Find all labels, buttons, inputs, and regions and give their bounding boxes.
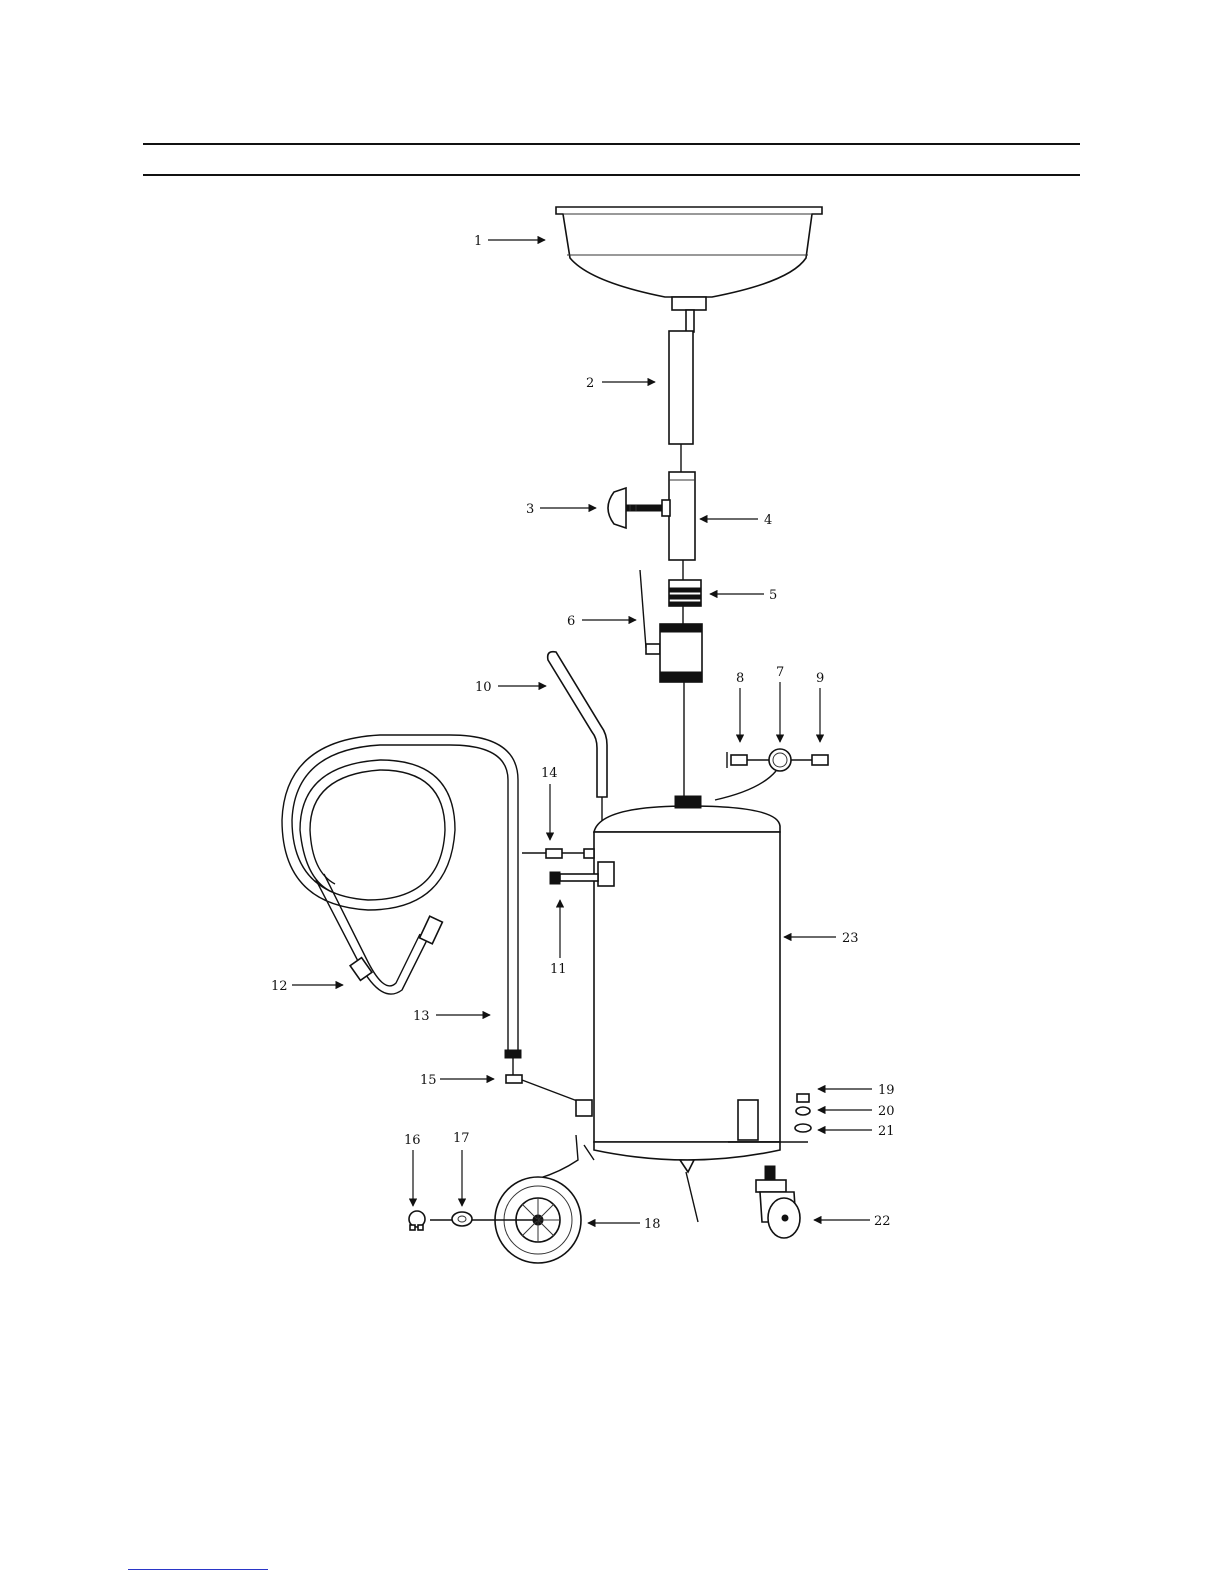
callout-leaders (292, 240, 872, 1223)
callout-22: 22 (874, 1214, 891, 1229)
callout-4: 4 (764, 513, 772, 528)
callout-16: 16 (404, 1133, 421, 1148)
part-flat-washer (795, 1124, 811, 1132)
part-hose-fitting (522, 849, 594, 858)
callout-14: 14 (541, 766, 558, 781)
footer-rule (128, 1569, 268, 1570)
part-threaded-nipple (669, 580, 701, 606)
callout-8: 8 (736, 671, 744, 686)
callout-19: 19 (878, 1083, 895, 1098)
callout-5: 5 (769, 588, 777, 603)
part-outlet-fitting (506, 1058, 592, 1116)
callout-11: 11 (550, 962, 567, 977)
callout-13: 13 (413, 1009, 430, 1024)
callout-6: 6 (567, 614, 575, 629)
part-tank (594, 796, 808, 1222)
callout-23: 23 (842, 931, 859, 946)
part-funnel-bowl (556, 207, 822, 332)
callout-1: 1 (474, 234, 482, 249)
part-coiled-hose (282, 735, 521, 1058)
callout-15: 15 (420, 1073, 437, 1088)
callout-labels: 1 2 3 4 5 6 7 8 9 10 11 12 13 14 15 16 1… (271, 234, 895, 1232)
part-bracket-bolt (550, 862, 614, 886)
callout-3: 3 (526, 502, 534, 517)
part-extension-tube (669, 331, 693, 444)
callout-9: 9 (816, 671, 824, 686)
callout-17: 17 (453, 1131, 470, 1146)
part-caster-wheel (756, 1166, 800, 1238)
part-gauge-assembly (715, 749, 828, 800)
part-valve-body (662, 472, 695, 560)
callout-12: 12 (271, 979, 288, 994)
part-rear-wheel (430, 1135, 594, 1263)
callout-2: 2 (586, 376, 594, 391)
part-knob (608, 488, 662, 528)
part-nut (797, 1094, 809, 1102)
callout-7: 7 (776, 665, 784, 680)
callout-10: 10 (475, 680, 492, 695)
part-spring-washer (796, 1107, 810, 1115)
part-washer (452, 1212, 472, 1226)
callout-21: 21 (878, 1124, 895, 1139)
callout-18: 18 (644, 1217, 661, 1232)
callout-20: 20 (878, 1104, 895, 1119)
part-cap-nut (409, 1211, 425, 1230)
